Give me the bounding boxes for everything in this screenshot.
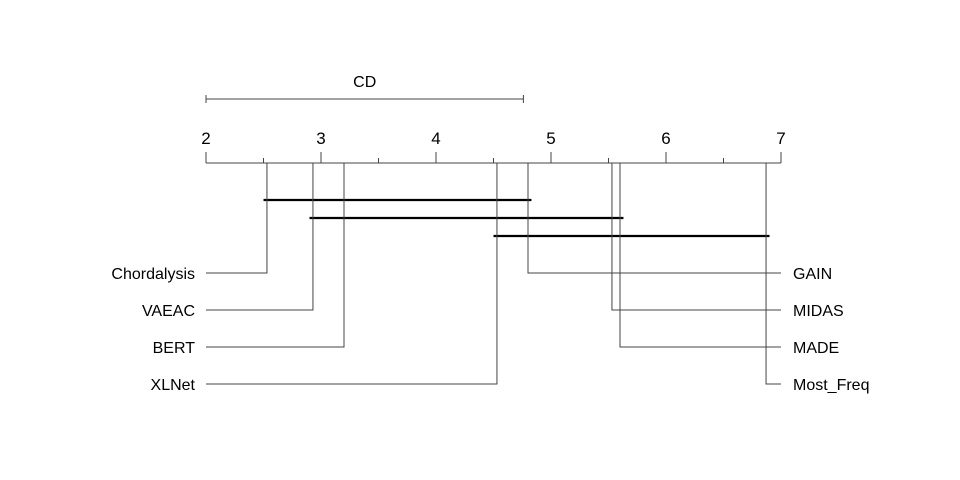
- clique-bars: [263, 198, 770, 238]
- tick-label: 4: [431, 129, 440, 148]
- rank-connector: [206, 163, 345, 348]
- tick-label: 6: [661, 129, 670, 148]
- cd-label: CD: [353, 74, 376, 91]
- method-label: MADE: [793, 340, 839, 357]
- method-label: BERT: [153, 340, 196, 357]
- rank-connector: [527, 163, 781, 274]
- tick-label: 5: [546, 129, 555, 148]
- method-label: GAIN: [793, 266, 832, 283]
- cd-indicator: CD: [205, 74, 524, 103]
- rank-connector: [611, 163, 781, 311]
- rank-connector: [619, 163, 781, 348]
- rank-connector: [206, 163, 314, 311]
- method-label: MIDAS: [793, 303, 844, 320]
- rank-connector: [206, 163, 268, 274]
- method-label: VAEAC: [142, 303, 195, 320]
- tick-label: 7: [776, 129, 785, 148]
- method-label: Chordalysis: [111, 266, 195, 283]
- tick-label: 2: [201, 129, 210, 148]
- rank-axis: 2 3 4 5 6 7: [201, 129, 786, 164]
- rank-connector: [206, 163, 498, 385]
- tick-label: 3: [316, 129, 325, 148]
- right-methods: GAIN MIDAS MADE Most_Freq: [527, 163, 869, 394]
- rank-connector: [765, 163, 781, 385]
- method-label: XLNet: [151, 377, 196, 394]
- method-label: Most_Freq: [793, 377, 869, 394]
